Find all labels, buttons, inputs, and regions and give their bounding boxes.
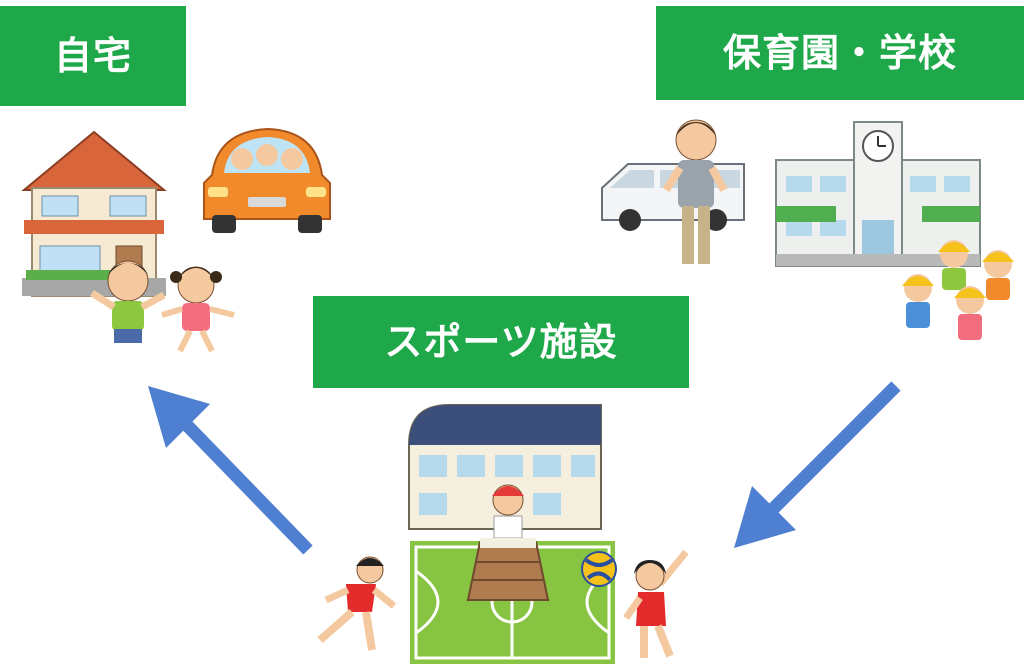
label-sports-facility: スポーツ施設 <box>313 296 689 388</box>
car-with-family-icon <box>203 127 331 233</box>
label-school: 保育園・学校 <box>656 6 1024 100</box>
label-school-text: 保育園・学校 <box>722 31 957 75</box>
gymnasium-icon <box>408 404 602 530</box>
children-icon <box>90 260 235 353</box>
schoolchildren-icon <box>902 240 1014 340</box>
vaulting-box-icon <box>466 484 550 601</box>
volleyball-icon <box>581 551 617 587</box>
arrow-from-school <box>734 381 901 548</box>
label-sports-text: スポーツ施設 <box>384 320 618 364</box>
label-home: 自宅 <box>0 6 186 106</box>
girl-athlete-icon <box>623 549 689 658</box>
man-icon <box>662 119 728 264</box>
label-home-text: 自宅 <box>53 34 132 78</box>
runner-icon <box>317 556 397 651</box>
arrow-to-home <box>148 386 313 555</box>
